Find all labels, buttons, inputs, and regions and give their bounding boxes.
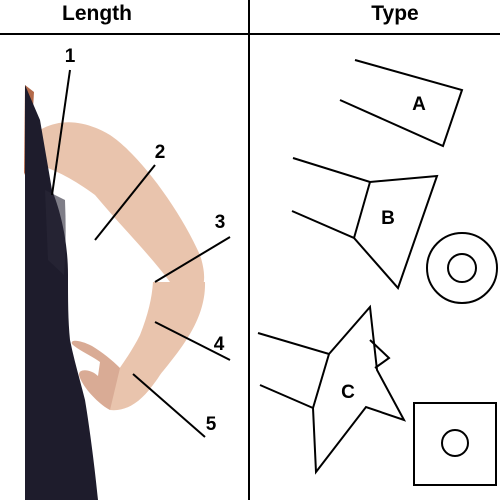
type-c-shape bbox=[257, 304, 407, 475]
dress bbox=[25, 85, 98, 500]
length-label-3: 3 bbox=[215, 212, 226, 233]
type-label-a: A bbox=[412, 94, 426, 115]
length-label-4: 4 bbox=[214, 334, 225, 355]
length-line-1 bbox=[51, 69, 71, 196]
length-label-1: 1 bbox=[65, 46, 76, 67]
cuff-ring-shape bbox=[426, 232, 498, 304]
type-label-c: C bbox=[341, 382, 355, 403]
type-b-shape bbox=[291, 157, 439, 290]
length-line-4 bbox=[154, 321, 231, 361]
length-label-5: 5 bbox=[206, 414, 217, 435]
header-length: Length bbox=[62, 2, 132, 25]
type-label-b: B bbox=[381, 208, 395, 229]
forearm bbox=[100, 282, 206, 411]
length-line-3 bbox=[154, 236, 231, 283]
header-type: Type bbox=[371, 2, 418, 25]
dress-shade bbox=[45, 190, 66, 275]
length-lines bbox=[51, 69, 231, 438]
type-a-shape bbox=[339, 59, 464, 148]
figure-photo bbox=[24, 85, 206, 500]
length-line-5 bbox=[132, 373, 206, 438]
length-line-2 bbox=[94, 164, 156, 241]
hand bbox=[71, 340, 120, 410]
length-label-2: 2 bbox=[155, 142, 166, 163]
square-cuff-shape bbox=[413, 402, 497, 486]
